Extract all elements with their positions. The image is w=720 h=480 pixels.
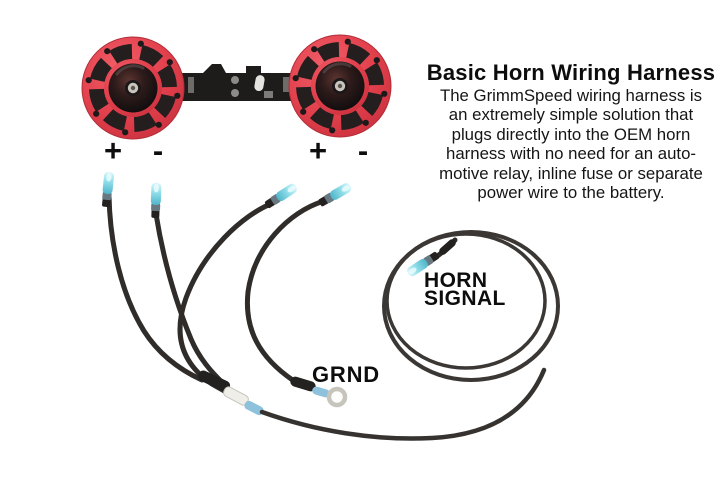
- horn-speaker-icon: [82, 37, 184, 139]
- spade-connector-icon: [317, 181, 353, 208]
- horn-terminal-wires: [106, 193, 327, 404]
- signal-wire: [259, 367, 547, 441]
- horn-signal-label-line1: HORN: [424, 269, 488, 292]
- ground-splice: [290, 376, 330, 398]
- right-horn-minus-label: -: [357, 133, 369, 168]
- ring-terminal-icon: [326, 386, 348, 408]
- description-text: The GrimmSpeed wiring harness is an extr…: [418, 86, 720, 202]
- signal-wire-sleeve: [439, 239, 456, 255]
- horn-speaker-icon: [289, 35, 391, 137]
- description-line: harness with no need for an auto-: [445, 144, 696, 164]
- horn-signal-label-line2: SIGNAL: [424, 286, 506, 310]
- description-line: The GrimmSpeed wiring harness is: [439, 86, 703, 105]
- description-line: power wire to the battery.: [477, 183, 665, 203]
- description-line: plugs directly into the OEM horn: [451, 124, 691, 144]
- page-title: Basic Horn Wiring Harness: [426, 60, 716, 85]
- spade-connector-icon: [150, 182, 162, 219]
- spade-connector-icon: [100, 171, 115, 208]
- mounting-bracket-icon: [179, 64, 292, 101]
- left-horn-minus-label: -: [152, 133, 164, 168]
- description-line: motive relay, inline fuse or separate: [439, 163, 703, 183]
- spade-connector-icon: [263, 182, 299, 210]
- left-horn-plus-label: +: [103, 133, 123, 168]
- horn-signal-label: HORN SIGNAL: [424, 269, 506, 310]
- description-line: an extremely simple solution that: [448, 105, 694, 125]
- right-horn-plus-label: +: [308, 133, 328, 168]
- signal-splice: [197, 370, 264, 416]
- ground-label: GRND: [312, 362, 380, 387]
- signal-wire-coil: [382, 230, 560, 382]
